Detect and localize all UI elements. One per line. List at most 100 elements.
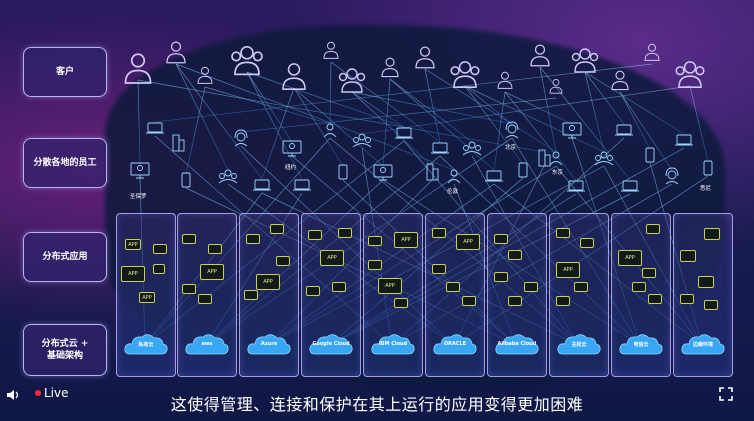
cloud-label: ORACLE [443, 341, 467, 347]
connection-line [293, 87, 384, 167]
monitor-icon [373, 164, 393, 181]
cloud-label: Alibaba Cloud [497, 341, 537, 347]
laptop-icon [395, 127, 413, 139]
app-badge [308, 230, 322, 240]
connection-line [424, 68, 441, 143]
cloud-label: Google Cloud [312, 341, 350, 347]
person-icon [571, 48, 599, 73]
chip-icon [698, 276, 714, 288]
connection-line [504, 91, 573, 125]
building-icon [172, 134, 185, 152]
monitor-icon [562, 122, 582, 139]
connection-line [464, 85, 524, 165]
cloud-shape [185, 334, 229, 355]
person-icon [447, 169, 461, 184]
app-badge [580, 238, 594, 248]
app-badge [432, 228, 446, 238]
app-badge [332, 282, 346, 292]
headset-icon [665, 167, 679, 185]
app-badge [524, 282, 538, 292]
monitor-icon [130, 162, 150, 179]
row-label-infra: 分布式云 + 基础架构 [23, 324, 107, 376]
cloud-icon: IBM Cloud [371, 332, 415, 356]
person-icon [338, 68, 366, 93]
app-badge [198, 294, 212, 304]
fullscreen-icon[interactable] [719, 387, 733, 401]
cloud-icon: 电信云 [619, 332, 663, 356]
app-badge [246, 234, 260, 244]
laptop-icon [485, 170, 503, 182]
connection-line [175, 63, 455, 171]
city-label: 伦敦 [447, 189, 459, 195]
cloud-shape [247, 334, 291, 355]
cloud-icon: 私有云 [124, 332, 168, 356]
cloud-label: 主权云 [571, 342, 587, 348]
person-icon [323, 123, 337, 138]
phone-icon [645, 147, 655, 163]
app-badge [446, 282, 460, 292]
row-label-apps: 分布式应用 [23, 232, 107, 282]
chip-icon [680, 250, 696, 262]
connection-line [504, 91, 577, 181]
cloud-icon: Alibaba Cloud [495, 332, 539, 356]
connection-line [351, 91, 433, 167]
connection-line [584, 71, 605, 153]
connection-line [261, 87, 295, 180]
app-badge [648, 294, 662, 304]
app-badge: APP [139, 292, 155, 303]
cloud-icon: Azure [247, 332, 291, 356]
connection-line [539, 66, 557, 153]
cloud-shape [495, 334, 539, 355]
person-icon [675, 61, 705, 88]
volume-icon[interactable] [6, 389, 20, 401]
phone-icon [518, 162, 528, 178]
connection-line [175, 63, 229, 171]
cloud-column: APP ORACLE [425, 213, 485, 377]
connection-line [389, 78, 495, 171]
city-label: 悉尼 [700, 186, 712, 192]
app-badge: APP [556, 262, 580, 278]
app-badge [208, 244, 222, 254]
app-badge [338, 228, 352, 238]
headset-icon [505, 121, 519, 139]
app-badge [556, 296, 570, 306]
cloud-label: 私有云 [138, 342, 154, 348]
connection-line [453, 165, 545, 346]
connection-line [139, 177, 146, 346]
connection-line [175, 63, 263, 180]
laptop-icon [431, 142, 449, 154]
connection-line [649, 162, 703, 346]
connection-line [471, 155, 579, 346]
cloud-shape [309, 334, 353, 355]
connection-line [424, 68, 557, 153]
chip-icon [704, 228, 720, 240]
connection-line [205, 137, 513, 346]
row-label-employees: 分散各地的员工 [23, 138, 107, 188]
laptop-icon [615, 124, 633, 136]
connection-line [329, 61, 332, 125]
cloud-icon: ORACLE [433, 332, 477, 356]
connection-line [391, 137, 625, 346]
app-badge [462, 296, 476, 306]
connection-line [330, 61, 441, 143]
cloud-label: 边缘环境 [692, 342, 713, 348]
group-icon [352, 133, 372, 148]
connection-line [293, 87, 344, 167]
row-label-text: 分布式应用 [42, 251, 88, 262]
person-icon [644, 43, 660, 61]
app-badge: APP [378, 278, 402, 294]
laptop-icon [621, 180, 639, 192]
connection-line [137, 79, 545, 153]
connection-line [154, 63, 653, 123]
person-icon [166, 41, 186, 64]
connection-line [584, 71, 685, 135]
app-badge: APP [121, 266, 145, 282]
connection-line [154, 135, 393, 346]
app-badge: APP [456, 234, 480, 250]
